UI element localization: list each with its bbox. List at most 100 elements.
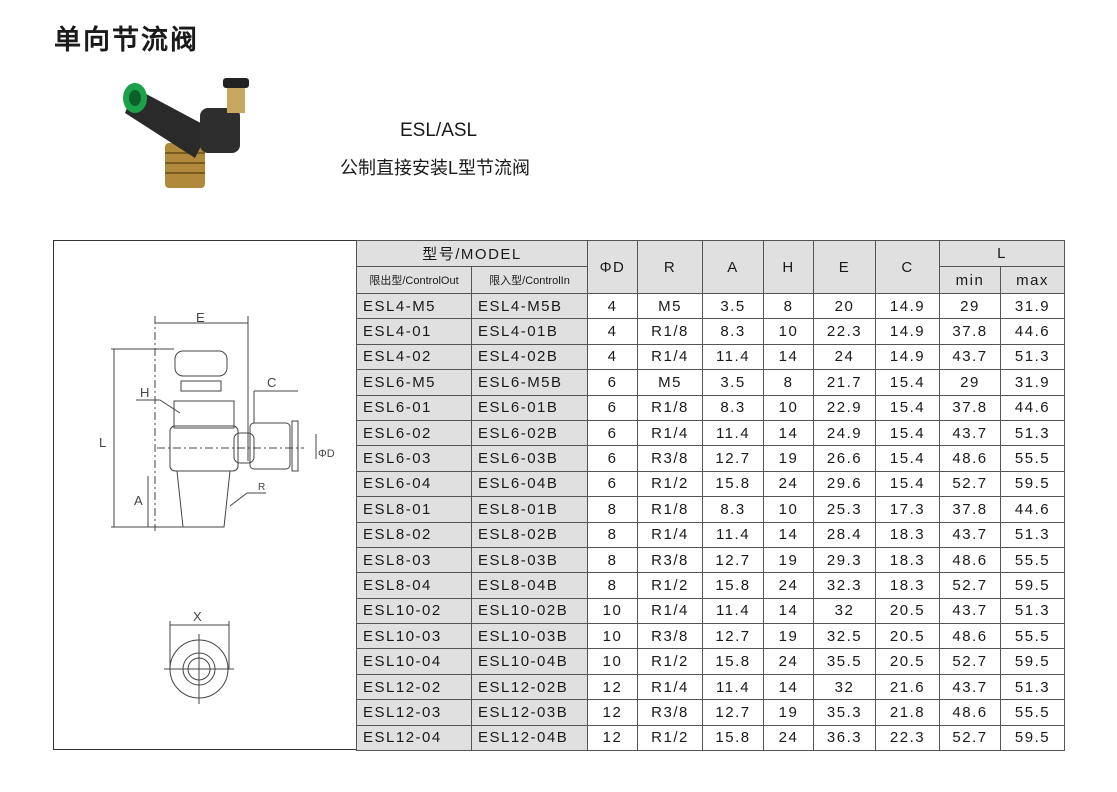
value-cell: 51.3 [1000, 521, 1065, 548]
model-cell: ESL12-03 [356, 699, 472, 726]
value-cell: 3.5 [702, 369, 764, 396]
model-cell: ESL8-04 [356, 572, 472, 599]
value-cell: 59.5 [1000, 648, 1065, 675]
value-cell: 14.9 [875, 343, 940, 371]
value-cell: 6 [587, 445, 638, 472]
value-cell: 28.4 [813, 521, 876, 548]
model-cell: ESL8-04B [471, 572, 588, 599]
model-cell: ESL6-03 [356, 445, 472, 472]
label-r: R [258, 482, 265, 493]
value-cell: 48.6 [939, 445, 1001, 472]
value-cell: 55.5 [1000, 546, 1065, 574]
value-cell: 43.7 [939, 419, 1001, 447]
model-cell: ESL8-01B [471, 496, 588, 523]
product-photo [123, 78, 249, 188]
value-cell: 32 [813, 597, 876, 625]
value-cell: R1/8 [637, 496, 703, 523]
model-cell: ESL6-01 [356, 394, 472, 421]
value-cell: 19 [763, 445, 814, 472]
value-cell: R1/4 [637, 521, 703, 548]
label-d: ΦD [318, 448, 335, 460]
model-cell: ESL12-03B [471, 699, 588, 726]
model-cell: ESL6-02B [471, 419, 588, 447]
value-cell: R1/4 [637, 597, 703, 625]
value-cell: 36.3 [813, 724, 876, 752]
value-cell: 31.9 [1000, 292, 1065, 320]
value-cell: 32 [813, 673, 876, 701]
value-cell: 22.9 [813, 394, 876, 421]
value-cell: R1/2 [637, 572, 703, 599]
value-cell: 15.4 [875, 394, 940, 421]
value-cell: 8.3 [702, 318, 764, 345]
value-cell: 12 [587, 724, 638, 752]
value-cell: 12.7 [702, 445, 764, 472]
value-cell: 44.6 [1000, 394, 1065, 421]
value-cell: 37.8 [939, 496, 1001, 523]
value-cell: R1/4 [637, 673, 703, 701]
value-cell: 31.9 [1000, 369, 1065, 396]
value-cell: R3/8 [637, 445, 703, 472]
value-cell: 12.7 [702, 546, 764, 574]
value-cell: 6 [587, 419, 638, 447]
value-cell: 12.7 [702, 699, 764, 726]
value-cell: 11.4 [702, 597, 764, 625]
value-cell: 15.8 [702, 648, 764, 675]
model-cell: ESL6-03B [471, 445, 588, 472]
value-cell: 18.3 [875, 521, 940, 548]
model-cell: ESL10-04 [356, 648, 472, 675]
value-cell: 29.3 [813, 546, 876, 574]
page-title: 单向节流阀 [54, 25, 199, 55]
value-cell: 10 [763, 318, 814, 345]
value-cell: 14 [763, 521, 814, 548]
value-cell: 15.4 [875, 419, 940, 447]
value-cell: 24.9 [813, 419, 876, 447]
value-cell: 51.3 [1000, 343, 1065, 371]
value-cell: 24 [763, 724, 814, 752]
in-header: 限入型/ControlIn [471, 266, 588, 294]
value-cell: R1/2 [637, 648, 703, 675]
model-cell: ESL12-02B [471, 673, 588, 701]
value-cell: 14 [763, 343, 814, 371]
col-e: E [813, 240, 876, 294]
value-cell: 52.7 [939, 572, 1001, 599]
model-cell: ESL6-04 [356, 470, 472, 498]
value-cell: 51.3 [1000, 597, 1065, 625]
value-cell: 12 [587, 673, 638, 701]
model-cell: ESL8-01 [356, 496, 472, 523]
value-cell: 37.8 [939, 318, 1001, 345]
value-cell: 52.7 [939, 724, 1001, 752]
model-cell: ESL6-04B [471, 470, 588, 498]
value-cell: 52.7 [939, 470, 1001, 498]
value-cell: 8 [763, 369, 814, 396]
value-cell: 24 [763, 470, 814, 498]
model-cell: ESL6-01B [471, 394, 588, 421]
value-cell: 10 [587, 648, 638, 675]
value-cell: 8.3 [702, 394, 764, 421]
value-cell: 10 [763, 394, 814, 421]
col-l-max: max [1000, 266, 1065, 294]
col-l-min: min [939, 266, 1001, 294]
model-cell: ESL8-02B [471, 521, 588, 548]
value-cell: 8 [587, 496, 638, 523]
value-cell: 43.7 [939, 521, 1001, 548]
model-cell: ESL6-M5 [356, 369, 472, 396]
value-cell: 6 [587, 470, 638, 498]
value-cell: 55.5 [1000, 699, 1065, 726]
value-cell: 17.3 [875, 496, 940, 523]
value-cell: R3/8 [637, 546, 703, 574]
product-description: 公制直接安装L型节流阀 [340, 158, 531, 178]
model-cell: ESL8-02 [356, 521, 472, 548]
model-cell: ESL12-02 [356, 673, 472, 701]
model-cell: ESL12-04 [356, 724, 472, 752]
value-cell: 11.4 [702, 343, 764, 371]
label-e: E [196, 310, 205, 325]
value-cell: 15.8 [702, 470, 764, 498]
value-cell: 15.4 [875, 445, 940, 472]
